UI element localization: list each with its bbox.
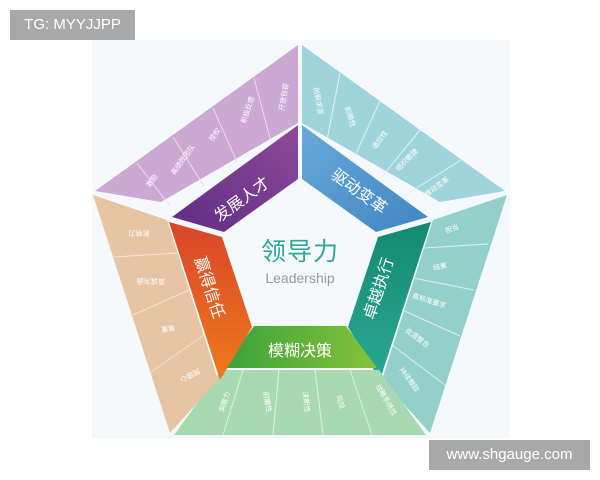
sector-drive-change-band — [302, 125, 428, 232]
sub-item: 影响力 — [128, 229, 150, 237]
sector-drive-change — [302, 45, 505, 232]
sector-ambiguous-decision-band — [223, 326, 377, 368]
sector-ambiguous-decision-outer — [174, 370, 426, 435]
sector-develop-talent — [95, 45, 298, 232]
watermark-top-left: TG: MYYJJPP — [10, 10, 135, 40]
sector-win-trust — [93, 195, 252, 433]
sector-win-trust-band — [169, 222, 252, 380]
sector-develop-talent-band — [172, 125, 298, 232]
center-subtitle: Leadership — [265, 270, 335, 286]
sector-win-trust-outer — [93, 195, 218, 433]
band-label-ambiguous-decision: 模糊决策 — [267, 341, 332, 360]
sector-ambiguous-decision — [174, 326, 426, 436]
sector-excellent-execution-band — [348, 222, 431, 380]
watermark-bottom-right: www.shgauge.com — [429, 440, 590, 470]
sector-excellent-execution — [348, 195, 507, 433]
sub-item: 真诚沟通 — [137, 277, 165, 285]
sector-develop-talent-outer — [95, 45, 298, 202]
sector-drive-change-outer — [302, 45, 505, 202]
center-title: 领导力 — [260, 237, 339, 266]
sector-excellent-execution-outer — [382, 195, 507, 433]
